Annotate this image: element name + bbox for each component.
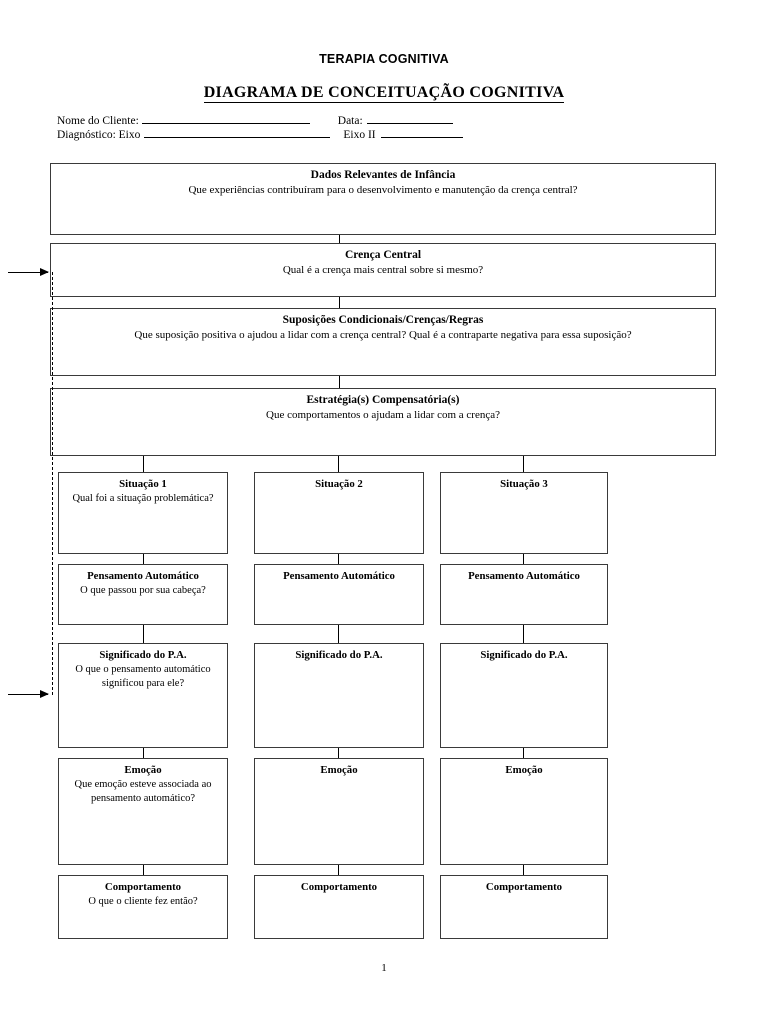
cell-heading: Situação 2 bbox=[315, 478, 363, 490]
cell-situacao-3[interactable]: Situação 3 bbox=[440, 472, 608, 554]
cell-heading: Comportamento bbox=[300, 881, 378, 893]
document-subtitle-text: DIAGRAMA DE CONCEITUAÇÃO COGNITIVA bbox=[203, 84, 565, 103]
connector-col1-significado-to-emocao bbox=[143, 748, 144, 758]
connector-crenca-to-suposicoes bbox=[339, 297, 340, 308]
date-label: Data: bbox=[337, 114, 363, 127]
cell-heading: Pensamento Automático bbox=[87, 570, 199, 582]
page-number: 1 bbox=[381, 962, 387, 974]
client-name-label: Nome do Cliente: bbox=[57, 114, 139, 127]
feedback-arrow-top-line bbox=[8, 272, 48, 273]
box-heading: Estratégia(s) Compensatória(s) bbox=[306, 394, 460, 406]
feedback-arrow-bottom-head-icon bbox=[40, 690, 49, 698]
cell-heading: Comportamento bbox=[104, 881, 182, 893]
feedback-loop-dashed-line bbox=[52, 272, 53, 695]
cell-heading: Comportamento bbox=[485, 881, 563, 893]
box-suposicoes-condicionais[interactable]: Suposições Condicionais/Crenças/Regras Q… bbox=[50, 308, 716, 376]
box-question: Que comportamentos o ajudam a lidar com … bbox=[266, 409, 500, 422]
box-question: Que suposição positiva o ajudou a lidar … bbox=[134, 329, 632, 342]
feedback-arrow-bottom-line bbox=[8, 694, 48, 695]
connector-col2-situacao-to-pa bbox=[338, 554, 339, 564]
identification-row-name-date: Nome do Cliente: Data: bbox=[57, 113, 453, 127]
connector-col1-pa-to-significado bbox=[143, 625, 144, 643]
axis2-label: Eixo II bbox=[343, 128, 376, 141]
connector-col3-pa-to-significado bbox=[523, 625, 524, 643]
cell-pensamento-automatico-3[interactable]: Pensamento Automático bbox=[440, 564, 608, 625]
box-dados-relevantes-de-infancia[interactable]: Dados Relevantes de Infância Que experiê… bbox=[50, 163, 716, 235]
box-question: Qual é a crença mais central sobre si me… bbox=[282, 264, 484, 277]
cell-significado-pa-3[interactable]: Significado do P.A. bbox=[440, 643, 608, 748]
cell-pensamento-automatico-1[interactable]: Pensamento Automático O que passou por s… bbox=[58, 564, 228, 625]
cell-emocao-2[interactable]: Emoção bbox=[254, 758, 424, 865]
cell-pensamento-automatico-2[interactable]: Pensamento Automático bbox=[254, 564, 424, 625]
connector-estrategias-to-col2 bbox=[338, 456, 339, 472]
cell-comportamento-3[interactable]: Comportamento bbox=[440, 875, 608, 939]
connector-col3-situacao-to-pa bbox=[523, 554, 524, 564]
cell-emocao-1[interactable]: Emoção Que emoção esteve associada ao pe… bbox=[58, 758, 228, 865]
date-input[interactable] bbox=[366, 113, 453, 124]
cell-situacao-1[interactable]: Situação 1 Qual foi a situação problemát… bbox=[58, 472, 228, 554]
connector-col2-significado-to-emocao bbox=[338, 748, 339, 758]
connector-estrategias-to-col1 bbox=[143, 456, 144, 472]
connector-infancia-to-crenca bbox=[339, 235, 340, 243]
box-crenca-central[interactable]: Crença Central Qual é a crença mais cent… bbox=[50, 243, 716, 297]
cell-question: O que passou por sua cabeça? bbox=[80, 585, 206, 597]
connector-col2-pa-to-significado bbox=[338, 625, 339, 643]
diagnosis-axis1-input[interactable] bbox=[144, 127, 331, 138]
cell-heading: Emoção bbox=[124, 764, 162, 776]
client-name-input[interactable] bbox=[141, 113, 310, 124]
cell-situacao-2[interactable]: Situação 2 bbox=[254, 472, 424, 554]
connector-col3-emocao-to-comportamento bbox=[523, 865, 524, 875]
cell-significado-pa-2[interactable]: Significado do P.A. bbox=[254, 643, 424, 748]
cell-heading: Pensamento Automático bbox=[468, 570, 580, 582]
axis2-input[interactable] bbox=[380, 127, 463, 138]
identification-row-diagnosis: Diagnóstico: Eixo Eixo II bbox=[57, 127, 463, 141]
cell-comportamento-1[interactable]: Comportamento O que o cliente fez então? bbox=[58, 875, 228, 939]
box-heading: Suposições Condicionais/Crenças/Regras bbox=[282, 314, 484, 326]
cell-heading: Situação 3 bbox=[500, 478, 548, 490]
box-question: Que experiências contribuíram para o des… bbox=[188, 184, 578, 197]
page-title: TERAPIA COGNITIVA bbox=[319, 52, 449, 66]
connector-col2-emocao-to-comportamento bbox=[338, 865, 339, 875]
diagnosis-axis1-label: Diagnóstico: Eixo bbox=[57, 128, 141, 141]
cell-heading: Situação 1 bbox=[119, 478, 167, 490]
box-heading: Dados Relevantes de Infância bbox=[310, 169, 456, 181]
cell-question: Qual foi a situação problemática? bbox=[72, 493, 214, 505]
cell-comportamento-2[interactable]: Comportamento bbox=[254, 875, 424, 939]
cell-heading: Significado do P.A. bbox=[480, 649, 568, 661]
cell-significado-pa-1[interactable]: Significado do P.A. O que o pensamento a… bbox=[58, 643, 228, 748]
cell-question: O que o pensamento automático significou… bbox=[75, 664, 211, 689]
cell-heading: Emoção bbox=[320, 764, 358, 776]
box-estrategias-compensatorias[interactable]: Estratégia(s) Compensatória(s) Que compo… bbox=[50, 388, 716, 456]
connector-suposicoes-to-estrategias bbox=[339, 376, 340, 388]
document-subtitle: DIAGRAMA DE CONCEITUAÇÃO COGNITIVA bbox=[0, 84, 768, 103]
cell-heading: Pensamento Automático bbox=[283, 570, 395, 582]
box-heading: Crença Central bbox=[344, 249, 422, 261]
connector-col1-emocao-to-comportamento bbox=[143, 865, 144, 875]
connector-col1-situacao-to-pa bbox=[143, 554, 144, 564]
cell-emocao-3[interactable]: Emoção bbox=[440, 758, 608, 865]
cell-question: Que emoção esteve associada ao pensament… bbox=[74, 779, 212, 804]
cell-heading: Emoção bbox=[505, 764, 543, 776]
cell-question: O que o cliente fez então? bbox=[88, 896, 198, 908]
feedback-arrow-top-head-icon bbox=[40, 268, 49, 276]
connector-estrategias-to-col3 bbox=[523, 456, 524, 472]
cell-heading: Significado do P.A. bbox=[295, 649, 383, 661]
connector-col3-significado-to-emocao bbox=[523, 748, 524, 758]
cell-heading: Significado do P.A. bbox=[99, 649, 187, 661]
